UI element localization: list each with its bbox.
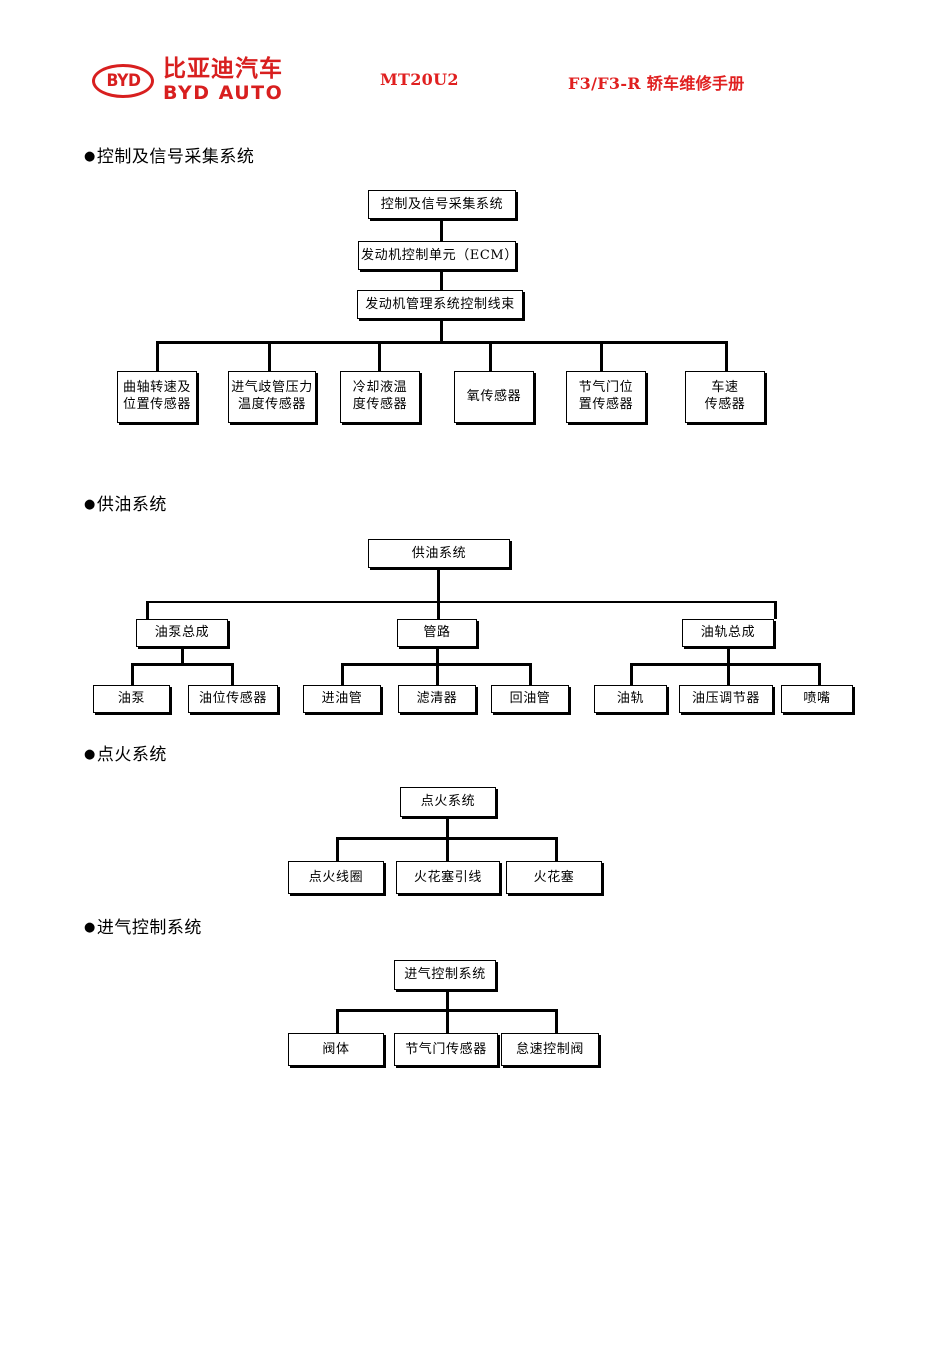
node-sensor: 冷却液温度传感器	[340, 371, 420, 423]
node-ignition-root: 点火系统	[400, 787, 496, 817]
node-sensor: 车速传感器	[685, 371, 765, 423]
connector-bus	[630, 663, 820, 666]
section-heading-fuel: ●供油系统	[84, 490, 167, 515]
connector-vertical	[336, 837, 339, 861]
node-fuel-leaf: 进油管	[303, 685, 381, 713]
node-sensor: 氧传感器	[454, 371, 534, 423]
node-fuel-leaf: 油轨	[594, 685, 667, 713]
node-fuel-root: 供油系统	[368, 539, 510, 568]
connector-bus	[131, 663, 234, 666]
byd-logo-cn: 比亚迪汽车	[163, 56, 283, 82]
node-intake-root: 进气控制系统	[394, 960, 496, 990]
connector-vertical	[600, 341, 603, 371]
connector-vertical	[529, 663, 532, 685]
node-ignition-leaf: 点火线圈	[288, 861, 384, 894]
bullet-icon: ●	[84, 497, 96, 512]
connector-vertical	[630, 663, 633, 685]
connector-vertical	[725, 341, 728, 371]
node-fuel-group: 管路	[397, 619, 477, 647]
connector-vertical	[436, 663, 439, 685]
bullet-icon: ●	[84, 747, 96, 762]
node-sensor: 进气歧管压力温度传感器	[228, 371, 316, 423]
connector-vertical	[727, 647, 730, 665]
byd-oval-label: BYD	[105, 70, 140, 91]
connector-vertical	[341, 663, 344, 685]
connector-vertical	[489, 341, 492, 371]
connector-vertical	[131, 663, 134, 685]
section-heading-control-label: 控制及信号采集系统	[96, 147, 255, 167]
connector-bus	[146, 601, 776, 603]
byd-logo-en: BYD AUTO	[163, 82, 284, 104]
connector-vertical	[268, 341, 271, 371]
section-heading-ignition-label: 点火系统	[96, 745, 167, 765]
connector-bus	[156, 341, 728, 344]
byd-oval-icon: BYD	[92, 63, 154, 98]
connector-vertical	[774, 601, 777, 619]
node-intake-leaf: 怠速控制阀	[501, 1033, 599, 1066]
node-ignition-leaf: 火花塞引线	[396, 861, 500, 894]
node-fuel-leaf: 回油管	[491, 685, 569, 713]
connector-vertical	[440, 319, 443, 343]
node-fuel-leaf: 滤清器	[398, 685, 476, 713]
section-heading-intake: ●进气控制系统	[84, 913, 202, 938]
connector-vertical	[440, 270, 443, 290]
header-code: MT20U2	[380, 70, 459, 89]
section-heading-control: ●控制及信号采集系统	[84, 142, 254, 167]
node-intake-leaf: 节气门传感器	[394, 1033, 498, 1066]
section-heading-ignition: ●点火系统	[84, 740, 167, 765]
connector-vertical	[440, 219, 443, 241]
node-sensor: 曲轴转速及位置传感器	[117, 371, 197, 423]
section-heading-intake-label: 进气控制系统	[96, 918, 202, 938]
byd-logo-text: 比亚迪汽车 BYD AUTO	[163, 58, 283, 103]
node-fuel-leaf: 油压调节器	[679, 685, 773, 713]
connector-vertical	[156, 341, 159, 371]
node-intake-leaf: 阀体	[288, 1033, 384, 1066]
connector-vertical	[437, 601, 440, 619]
node-fuel-group: 油泵总成	[136, 619, 228, 647]
connector-vertical	[446, 837, 449, 861]
section-heading-fuel-label: 供油系统	[96, 495, 167, 515]
byd-logo: BYD 比亚迪汽车 BYD AUTO	[92, 58, 283, 103]
node-ignition-leaf: 火花塞	[506, 861, 602, 894]
bullet-icon: ●	[84, 920, 96, 935]
header-title: F3/F3-R 轿车维修手册	[568, 74, 745, 93]
connector-vertical	[446, 817, 449, 839]
connector-vertical	[555, 1009, 558, 1033]
connector-vertical	[181, 647, 184, 665]
connector-vertical	[437, 568, 440, 603]
connector-vertical	[336, 1009, 339, 1033]
node-fuel-leaf: 油泵	[93, 685, 170, 713]
connector-vertical	[146, 601, 149, 619]
node-fuel-leaf: 油位传感器	[188, 685, 278, 713]
connector-vertical	[378, 341, 381, 371]
connector-vertical	[555, 837, 558, 861]
node-harness: 发动机管理系统控制线束	[357, 290, 523, 319]
node-sensor: 节气门位置传感器	[566, 371, 646, 423]
connector-vertical	[436, 647, 439, 665]
node-fuel-leaf: 喷嘴	[781, 685, 853, 713]
connector-vertical	[446, 1009, 449, 1033]
bullet-icon: ●	[84, 149, 96, 164]
node-control-root: 控制及信号采集系统	[368, 190, 516, 219]
page-header: BYD 比亚迪汽车 BYD AUTO MT20U2 F3/F3-R 轿车维修手册	[0, 0, 950, 118]
node-ecm: 发动机控制单元（ECM）	[358, 241, 517, 270]
connector-vertical	[231, 663, 234, 685]
connector-vertical	[818, 663, 821, 685]
node-fuel-group: 油轨总成	[682, 619, 774, 647]
connector-vertical	[727, 663, 730, 685]
connector-vertical	[446, 990, 449, 1011]
